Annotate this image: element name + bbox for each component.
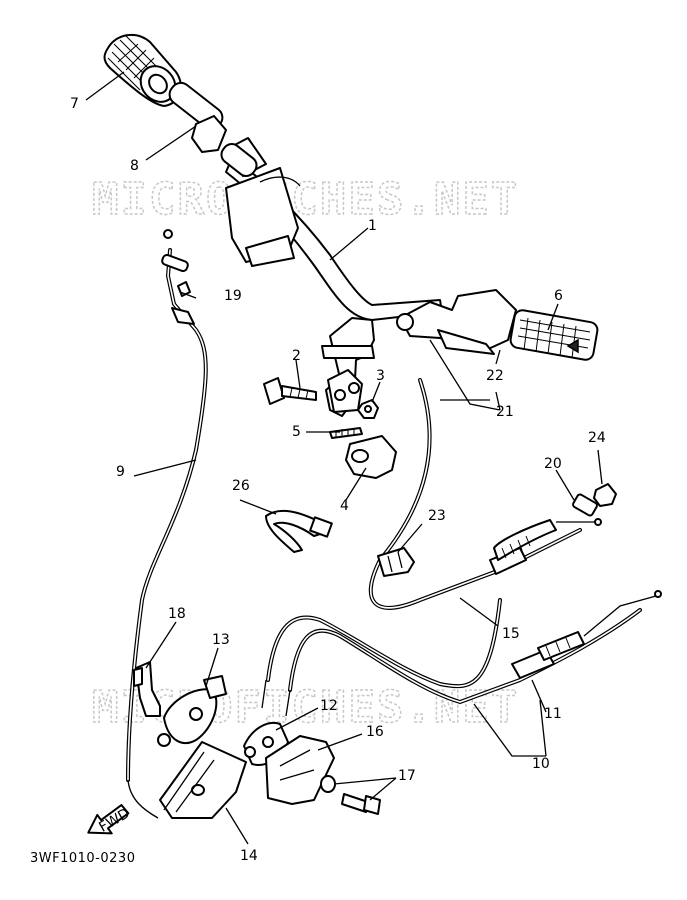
- watermark-bottom: MICROFICHES.NET: [92, 682, 519, 733]
- handlebar-holder[interactable]: [321, 317, 375, 417]
- diagram-code: 3WF1010-0230: [30, 851, 135, 866]
- right-switch-housing[interactable]: [225, 167, 301, 267]
- callout-3: 3: [376, 368, 385, 384]
- fwd-arrow: FWD: [87, 804, 133, 836]
- leader-lines: [85, 71, 603, 845]
- throttle-tube[interactable]: [166, 79, 261, 180]
- throttle-cable-15[interactable]: [368, 378, 602, 610]
- callout-11: 11: [544, 706, 562, 722]
- callout-10: 10: [532, 756, 550, 772]
- cable-holder[interactable]: [377, 547, 415, 577]
- pulley[interactable]: [157, 675, 227, 747]
- callout-4: 4: [340, 498, 349, 514]
- callout-5: 5: [292, 424, 301, 440]
- callout-14: 14: [240, 848, 258, 864]
- callout-21: 21: [496, 404, 514, 420]
- callout-23: 23: [428, 508, 446, 524]
- callout-16: 16: [366, 724, 384, 740]
- callout-9: 9: [116, 464, 125, 480]
- callout-7: 7: [70, 96, 79, 112]
- cable-guide[interactable]: [265, 509, 333, 553]
- grip-left[interactable]: [103, 33, 183, 109]
- watermark-top: MICROFICHES.NET: [92, 174, 519, 225]
- callout-24: 24: [588, 430, 606, 446]
- throttle-cable-secondary[interactable]: [261, 598, 502, 717]
- adjuster[interactable]: [572, 493, 598, 517]
- callout-17: 17: [398, 768, 416, 784]
- lower-holder[interactable]: [329, 427, 397, 479]
- callout-12: 12: [320, 698, 338, 714]
- callout-26: 26: [232, 478, 250, 494]
- clutch-cable[interactable]: [126, 229, 208, 819]
- screw-washer[interactable]: [320, 775, 381, 815]
- bolt[interactable]: [263, 377, 317, 405]
- throttle-assembly[interactable]: [396, 289, 599, 361]
- cap[interactable]: [593, 483, 617, 507]
- callout-6: 6: [554, 288, 563, 304]
- callout-19: 19: [224, 288, 242, 304]
- callout-1: 1: [368, 218, 377, 234]
- nut[interactable]: [357, 399, 379, 419]
- callout-22: 22: [486, 368, 504, 384]
- callouts: 7 8 1 2 3 5 4 6 22 21 19 9 26 23 20 24 1…: [70, 96, 606, 864]
- bracket[interactable]: [133, 661, 161, 717]
- callout-18: 18: [168, 606, 186, 622]
- cable-cover[interactable]: [159, 741, 247, 819]
- callout-2: 2: [292, 348, 301, 364]
- callout-13: 13: [212, 632, 230, 648]
- callout-15: 15: [502, 626, 520, 642]
- callout-8: 8: [130, 158, 139, 174]
- throttle-cable-11[interactable]: [288, 590, 662, 705]
- callout-20: 20: [544, 456, 562, 472]
